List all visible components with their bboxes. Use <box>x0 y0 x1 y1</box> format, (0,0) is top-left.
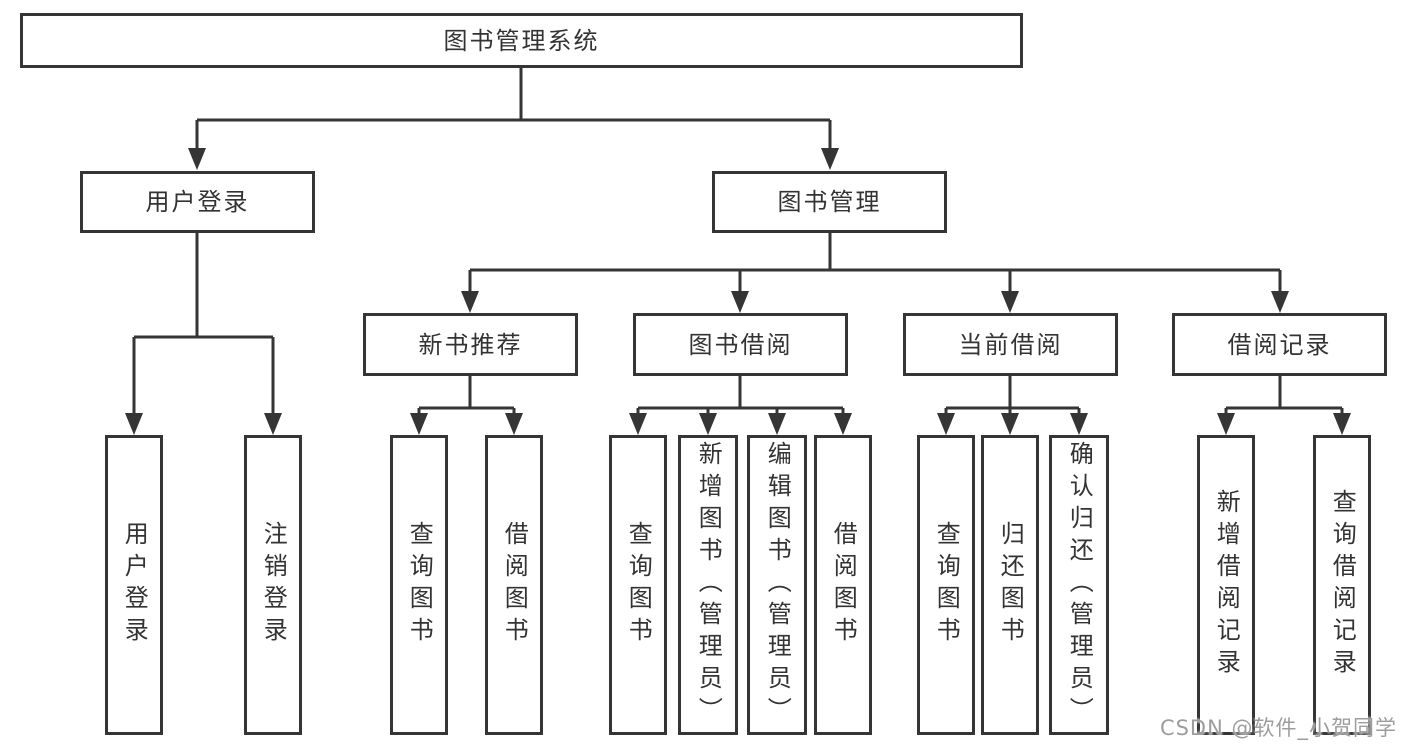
arrowhead <box>1001 291 1019 313</box>
node-book-management: 图书管理 <box>712 171 947 233</box>
arrowhead <box>821 148 839 170</box>
leaf-borrow-query: 查询图书 <box>609 435 667 735</box>
leaf-current-query: 查询图书 <box>917 435 975 735</box>
leaf-newbooks-borrow-label: 借阅图书 <box>500 521 529 649</box>
leaf-user-login: 用户登录 <box>105 435 163 735</box>
node-user-login-label: 用户登录 <box>145 188 250 216</box>
node-root-system: 图书管理系统 <box>20 13 1023 68</box>
arrowhead <box>461 291 479 313</box>
arrowhead <box>410 413 428 435</box>
csdn-watermark: CSDN @软件_小贺同学 <box>1159 716 1397 740</box>
leaf-user-login-label: 用户登录 <box>120 521 149 649</box>
connector-borrowrecords-to-leaves <box>1224 376 1344 417</box>
leaf-records-query: 查询借阅记录 <box>1313 435 1371 735</box>
arrowhead <box>125 413 143 435</box>
leaf-records-add: 新增借阅记录 <box>1197 435 1255 735</box>
arrowhead <box>188 148 206 170</box>
arrowhead <box>1070 413 1088 435</box>
arrowhead <box>629 413 647 435</box>
leaf-borrow-book-label: 借阅图书 <box>829 521 858 649</box>
leaf-borrow-edit-admin-label: 编辑图书（管理员） <box>763 441 792 729</box>
arrowhead <box>731 291 749 313</box>
leaf-logout-label: 注销登录 <box>259 521 288 649</box>
node-root-label: 图书管理系统 <box>443 26 600 55</box>
connector-bookmgmt-to-level3 <box>468 233 1282 293</box>
arrowhead <box>1001 413 1019 435</box>
leaf-newbooks-borrow: 借阅图书 <box>485 435 543 735</box>
node-new-book-recommend: 新书推荐 <box>363 313 578 376</box>
arrowhead <box>699 413 717 435</box>
leaf-current-confirm-admin-label: 确认归还（管理员） <box>1065 441 1094 729</box>
arrowhead <box>1217 413 1235 435</box>
leaf-borrow-query-label: 查询图书 <box>624 521 653 649</box>
node-book-management-label: 图书管理 <box>777 188 882 216</box>
leaf-borrow-book: 借阅图书 <box>814 435 872 735</box>
leaf-borrow-add-admin: 新增图书（管理员） <box>678 435 738 735</box>
node-current-borrow-label: 当前借阅 <box>958 330 1063 359</box>
leaf-current-query-label: 查询图书 <box>932 521 961 649</box>
node-new-book-recommend-label: 新书推荐 <box>418 330 523 359</box>
leaf-logout: 注销登录 <box>244 435 302 735</box>
arrowhead <box>1333 413 1351 435</box>
leaf-records-add-label: 新增借阅记录 <box>1212 489 1241 681</box>
leaf-current-return: 归还图书 <box>981 435 1039 735</box>
node-book-borrow-label: 图书借阅 <box>688 330 793 359</box>
arrowhead <box>1271 291 1289 313</box>
leaf-newbooks-query-label: 查询图书 <box>405 521 434 649</box>
arrowhead <box>264 413 282 435</box>
arrowhead <box>768 413 786 435</box>
connector-bookborrow-to-leaves <box>636 376 845 417</box>
node-borrow-records-label: 借阅记录 <box>1227 330 1332 359</box>
node-borrow-records: 借阅记录 <box>1172 313 1387 376</box>
node-user-login: 用户登录 <box>80 171 315 233</box>
connector-userlogin-to-leaves <box>132 233 275 415</box>
arrowhead <box>834 413 852 435</box>
leaf-borrow-edit-admin: 编辑图书（管理员） <box>747 435 807 735</box>
leaf-current-confirm-admin: 确认归还（管理员） <box>1049 435 1109 735</box>
leaf-borrow-add-admin-label: 新增图书（管理员） <box>694 441 723 729</box>
arrowhead <box>937 413 955 435</box>
connector-currentborrow-to-leaves <box>944 376 1081 417</box>
node-book-borrow: 图书借阅 <box>633 313 848 376</box>
leaf-newbooks-query: 查询图书 <box>390 435 448 735</box>
connector-newbooks-to-leaves <box>417 376 516 417</box>
connector-root-to-level2 <box>195 68 832 150</box>
node-current-borrow: 当前借阅 <box>903 313 1118 376</box>
leaf-records-query-label: 查询借阅记录 <box>1328 489 1357 681</box>
leaf-current-return-label: 归还图书 <box>996 521 1025 649</box>
arrowhead <box>505 413 523 435</box>
